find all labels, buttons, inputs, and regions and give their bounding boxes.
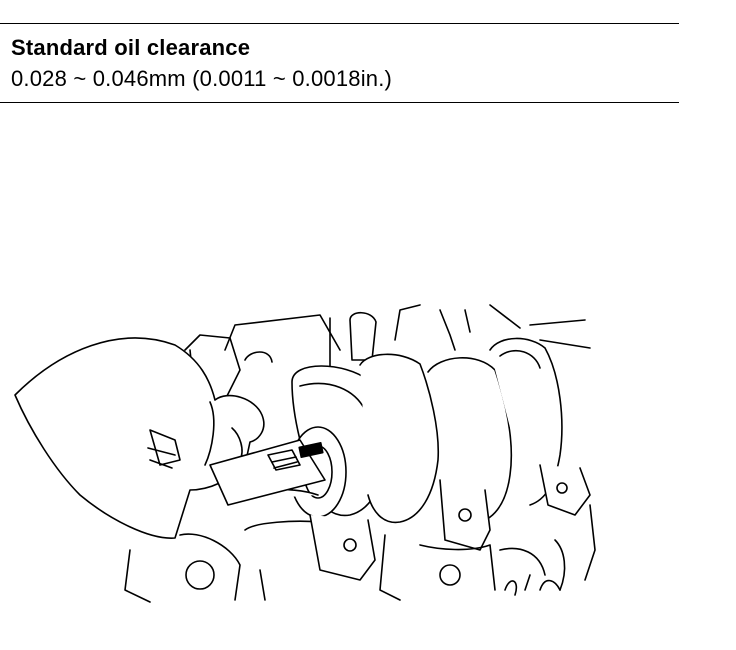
hand-icon xyxy=(14,337,265,539)
crankshaft-plastigage-icon xyxy=(14,304,596,603)
annotation-scribble xyxy=(504,574,561,596)
crankshaft-illustration xyxy=(0,290,736,620)
spec-value: 0.028 ~ 0.046mm (0.0011 ~ 0.0018in.) xyxy=(11,66,393,91)
lower-block-lines xyxy=(124,504,596,603)
spec-title: Standard oil clearance xyxy=(11,35,251,60)
spec-box: Standard oil clearance 0.028 ~ 0.046mm (… xyxy=(0,23,679,103)
plastigage-strip-icon[interactable] xyxy=(209,439,326,506)
bearing-caps xyxy=(309,464,591,581)
